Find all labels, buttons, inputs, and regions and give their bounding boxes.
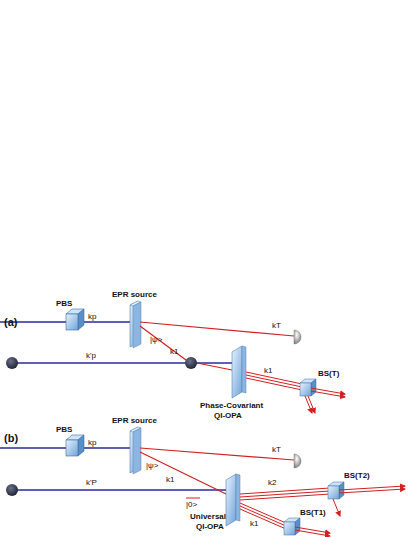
beam-label: k1	[170, 348, 178, 356]
part-label: Phase-Covariant	[200, 402, 263, 410]
beam-label: k1	[264, 367, 272, 375]
part-label: QI-OPA	[196, 523, 224, 531]
part-label: Universal	[190, 513, 226, 521]
beam-label: k1	[166, 476, 174, 484]
state-label: |ψ>	[146, 462, 158, 470]
part-label: BS(T1)	[300, 509, 326, 517]
panel-label: (a)	[4, 317, 17, 328]
panel-b	[0, 427, 405, 536]
panel-a	[0, 301, 345, 413]
part-label: BS(T2)	[344, 472, 370, 480]
beam-label: k'p	[86, 352, 96, 360]
part-label: QI-OPA	[214, 412, 242, 420]
beam-label: kT	[272, 322, 281, 330]
beam-label: k'P	[86, 479, 97, 487]
state-label: |ψ>	[150, 336, 162, 344]
panel-label: (b)	[4, 433, 18, 444]
part-label: EPR source	[112, 417, 157, 425]
part-label: BS(T)	[318, 370, 339, 378]
beam-label: kp	[88, 439, 96, 447]
part-label: PBS	[56, 426, 72, 434]
beam-label: k2	[268, 479, 276, 487]
beam-label: k1	[250, 520, 258, 528]
beam-label: kT	[272, 446, 281, 454]
beam-label: kp	[88, 313, 96, 321]
part-label: EPR source	[112, 291, 157, 299]
state-label: |0>	[186, 501, 197, 509]
part-label: PBS	[56, 300, 72, 308]
